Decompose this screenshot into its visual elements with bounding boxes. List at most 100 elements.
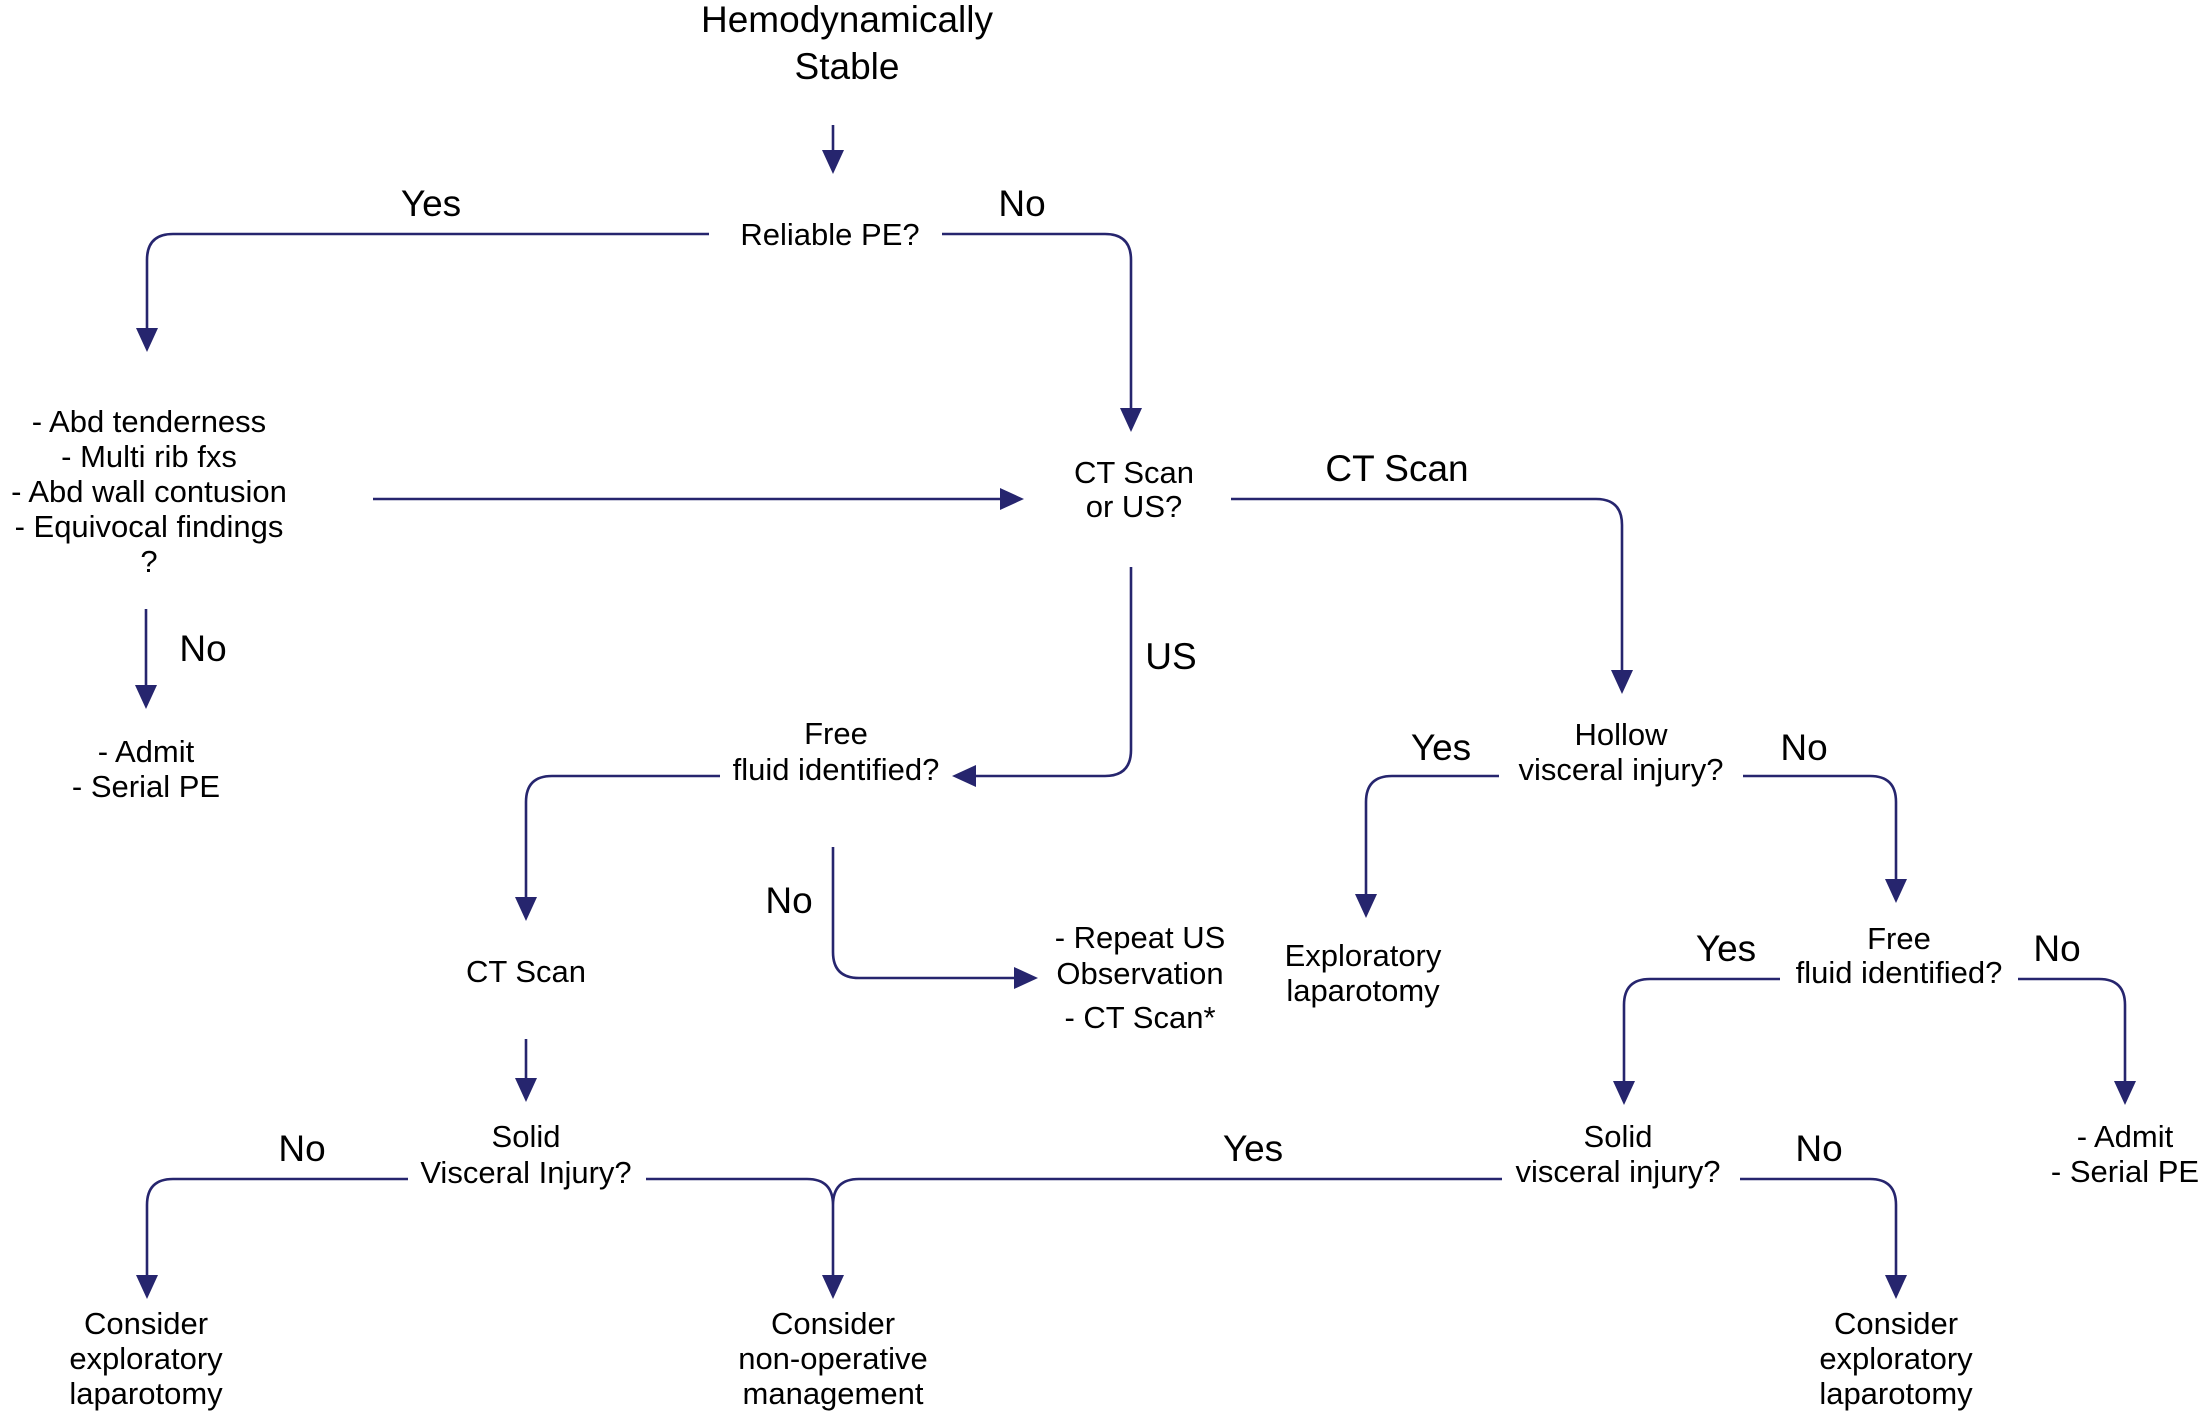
node-text-line: - Serial PE <box>2051 1154 2199 1189</box>
edge-us-branch <box>952 567 1133 787</box>
edge-label-hollow-no: No <box>1780 727 1827 768</box>
node-admit-serial-left: - Admit- Serial PE <box>72 734 220 804</box>
node-text-line: - Multi rib fxs <box>61 439 237 474</box>
node-text-line: laparotomy <box>1819 1376 1973 1411</box>
node-text-line: - Admit <box>98 734 195 769</box>
arrow-head-icon <box>136 1275 158 1299</box>
edge-label-findings-no: No <box>179 628 226 669</box>
connector-line <box>1743 774 1898 879</box>
node-text-line: Free <box>804 716 868 751</box>
node-text-line: Consider <box>771 1306 895 1341</box>
node-findings: - Abd tenderness- Multi rib fxs- Abd wal… <box>11 404 287 579</box>
edge-hollow-yes <box>1355 774 1499 918</box>
edge-label-solid-left-no: No <box>278 1128 325 1169</box>
edge-solid-yes-merge <box>646 1177 1502 1299</box>
edge-pe-no <box>942 232 1142 432</box>
edge-label-hollow-yes: Yes <box>1411 727 1471 768</box>
edge-solid-left-no <box>136 1177 408 1299</box>
node-text-line: - CT Scan* <box>1064 1000 1215 1035</box>
node-text-line: - Repeat US <box>1055 920 1226 955</box>
arrow-head-icon <box>1355 894 1377 918</box>
connector-line <box>831 847 1014 980</box>
connector-line <box>1622 977 1780 1081</box>
edge-label-pe-no: No <box>998 183 1045 224</box>
node-text-line: fluid identified? <box>733 752 940 787</box>
connector-line <box>646 1177 1502 1275</box>
edge-start-to-pe <box>822 125 844 174</box>
node-text-line: exploratory <box>1819 1341 1973 1376</box>
node-text-line: laparotomy <box>69 1376 223 1411</box>
arrow-head-icon <box>1611 670 1633 694</box>
node-text-line: Free <box>1867 921 1931 956</box>
edge-solid-right-no <box>1740 1177 1907 1299</box>
node-text-line: Stable <box>795 46 900 87</box>
edge-findings-no <box>135 609 157 709</box>
edge-ff-right-no <box>2018 977 2136 1105</box>
node-text-line: Visceral Injury? <box>420 1155 631 1190</box>
node-text-line: - Equivocal findings <box>15 509 284 544</box>
arrow-head-icon <box>1014 967 1038 989</box>
edge-label-ff-right-no: No <box>2033 928 2080 969</box>
node-text-line: Solid <box>1584 1119 1653 1154</box>
node-ct-scan-left: CT Scan <box>466 954 586 989</box>
node-text-line: Exploratory <box>1285 938 1442 973</box>
connector-line <box>1364 774 1499 894</box>
edge-pe-yes <box>136 232 709 352</box>
connector-line <box>976 567 1133 778</box>
arrow-head-icon <box>1120 408 1142 432</box>
node-text-line: Consider <box>84 1306 208 1341</box>
edge-label-ff-right-yes: Yes <box>1696 928 1756 969</box>
connector-line <box>524 774 720 897</box>
node-text-line: Observation <box>1056 956 1223 991</box>
edge-label-solid-yes: Yes <box>1223 1128 1283 1169</box>
node-text-line: exploratory <box>69 1341 223 1376</box>
connector-line <box>2018 977 2127 1081</box>
node-text-line: - Abd tenderness <box>32 404 266 439</box>
connector-line <box>145 1177 408 1275</box>
connector-line <box>942 232 1133 408</box>
node-text-line: visceral injury? <box>1518 752 1723 787</box>
node-text-line: ? <box>140 544 157 579</box>
node-text-line: - Admit <box>2077 1119 2174 1154</box>
node-text-line: CT Scan <box>466 954 586 989</box>
node-text-line: Hemodynamically <box>701 0 993 40</box>
node-text-line: - Serial PE <box>72 769 220 804</box>
node-text-line: fluid identified? <box>1796 955 2003 990</box>
arrow-head-icon <box>515 897 537 921</box>
arrow-head-icon <box>135 685 157 709</box>
arrow-head-icon <box>136 328 158 352</box>
node-admit-serial-right: - Admit- Serial PE <box>2051 1119 2199 1189</box>
edge-ct-to-solid <box>515 1039 537 1102</box>
connector-line <box>1231 497 1624 670</box>
arrow-head-icon <box>1885 879 1907 903</box>
edge-label-ff-left-no: No <box>765 880 812 921</box>
node-text-line: CT Scan <box>1074 455 1194 490</box>
connector-line <box>1740 1177 1898 1275</box>
edge-ff-left-yes <box>515 774 720 921</box>
edge-ff-right-yes <box>1613 977 1780 1105</box>
node-text-line: non-operative <box>738 1341 928 1376</box>
node-reliable-pe: Reliable PE? <box>740 217 919 252</box>
edge-ff-left-no <box>831 847 1038 989</box>
arrow-head-icon <box>952 765 976 787</box>
edge-label-ct-scan: CT Scan <box>1325 448 1468 489</box>
node-text-line: management <box>743 1376 924 1411</box>
node-text-line: Reliable PE? <box>740 217 919 252</box>
edge-label-solid-right-no: No <box>1795 1128 1842 1169</box>
edges-layer <box>135 125 2136 1299</box>
arrow-head-icon <box>515 1078 537 1102</box>
arrow-head-icon <box>1885 1275 1907 1299</box>
node-text-line: - Abd wall contusion <box>11 474 287 509</box>
node-text-line: laparotomy <box>1286 973 1440 1008</box>
